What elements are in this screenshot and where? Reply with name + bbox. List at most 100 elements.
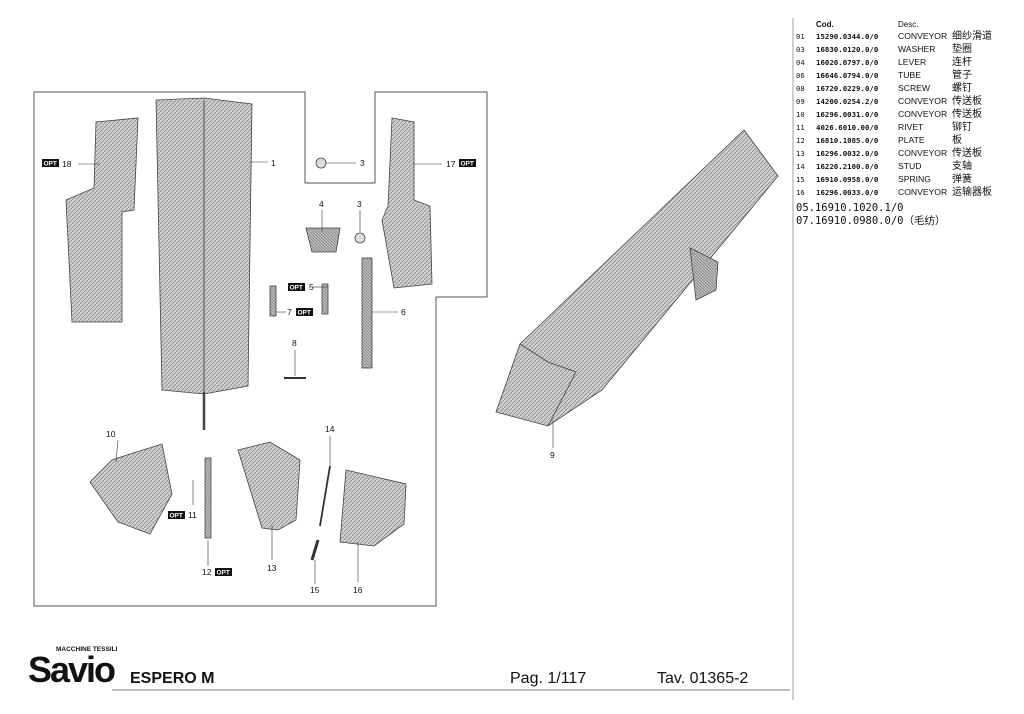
- table-row: 04 16020.0797.0/0 LEVER 连杆: [796, 56, 1020, 69]
- callout-1: 1: [271, 158, 276, 168]
- row-chinese: 弹簧: [952, 174, 972, 185]
- drawing-frame: [33, 91, 488, 607]
- row-pos: 04: [796, 58, 805, 67]
- row-code: 16646.0794.0/0: [816, 71, 879, 80]
- callout-4: 4: [319, 199, 324, 209]
- row-chinese: 连杆: [952, 57, 972, 68]
- table-row: 13 16296.0032.0/0 CONVEYOR 传送板: [796, 147, 1020, 160]
- row-chinese: 细纱滑道: [952, 31, 992, 42]
- part-7-shape: [269, 285, 277, 317]
- row-chinese: 支轴: [952, 161, 972, 172]
- part-14-shape: [319, 465, 331, 527]
- part-18-shape: [65, 117, 139, 323]
- callout-17: 17: [446, 159, 456, 169]
- row-code: 14200.0254.2/0: [816, 97, 879, 106]
- row-pos: 15: [796, 175, 805, 184]
- alt-code-1: 05.16910.1020.1/0: [796, 202, 904, 214]
- callout-8: 8: [292, 338, 297, 348]
- row-desc: SPRING: [898, 174, 931, 184]
- row-code: 16720.0229.0/0: [816, 84, 879, 93]
- row-code: 16810.1085.0/0: [816, 136, 879, 145]
- page-number: Pag. 1/117: [510, 670, 587, 687]
- row-pos: 11: [796, 123, 805, 132]
- row-pos: 09: [796, 97, 805, 106]
- row-code: 4026.6010.00/0: [816, 123, 879, 132]
- row-code: 15290.0344.0/0: [816, 32, 879, 41]
- callout-12: 12: [202, 567, 212, 577]
- callout-12-opt: OPT: [217, 570, 230, 577]
- row-code: 16296.0033.0/0: [816, 188, 879, 197]
- row-desc: LEVER: [898, 57, 927, 67]
- row-desc: CONVEYOR: [898, 31, 948, 41]
- row-pos: 14: [796, 162, 805, 171]
- row-desc: CONVEYOR: [898, 96, 948, 106]
- alternative-codes: 05.16910.1020.1/0 07.16910.0980.0/0（毛纺）: [796, 202, 945, 227]
- row-desc: CONVEYOR: [898, 187, 948, 197]
- row-pos: 16: [796, 188, 805, 197]
- brand-tag: MACCHINE TESSILI: [56, 646, 118, 653]
- callout-11-opt: OPT: [170, 513, 183, 520]
- table-row: 08 16720.0229.0/0 SCREW 螺钉: [796, 82, 1020, 95]
- header-code: Cod.: [816, 20, 834, 29]
- row-chinese: 垫圈: [952, 44, 972, 55]
- part-5-shape: [321, 283, 329, 315]
- part-4-shape: [305, 227, 341, 253]
- row-chinese: 运输器板: [952, 187, 992, 198]
- part-13-shape: [237, 441, 301, 531]
- row-pos: 08: [796, 84, 805, 93]
- row-pos: 03: [796, 45, 805, 54]
- callout-5: 5: [309, 282, 314, 292]
- callout-5-opt: OPT: [290, 285, 303, 292]
- row-pos: 13: [796, 149, 805, 158]
- row-code: 16910.0958.0/0: [816, 175, 879, 184]
- part-9-assembly: [495, 129, 779, 427]
- row-desc: SCREW: [898, 83, 930, 93]
- callout-3a: 3: [360, 158, 365, 168]
- row-code: 16220.2100.0/0: [816, 162, 879, 171]
- part-3-washer-top: [315, 157, 327, 169]
- row-desc: TUBE: [898, 70, 921, 80]
- callout-15: 15: [310, 585, 320, 595]
- row-code: 16020.0797.0/0: [816, 58, 879, 67]
- callout-11: 11: [188, 510, 197, 520]
- row-chinese: 传送板: [952, 148, 982, 159]
- brand-name: Savio: [28, 649, 116, 690]
- row-chinese: 传送板: [952, 109, 982, 120]
- row-desc: RIVET: [898, 122, 924, 132]
- row-desc: CONVEYOR: [898, 148, 948, 158]
- callout-10: 10: [106, 429, 116, 439]
- row-pos: 06: [796, 71, 805, 80]
- row-chinese: 板: [952, 135, 962, 146]
- row-chinese: 螺钉: [952, 83, 972, 94]
- model-name: ESPERO M: [130, 670, 215, 687]
- callout-9: 9: [550, 450, 555, 460]
- row-chinese: 管子: [952, 70, 972, 81]
- alt-code-2: 07.16910.0980.0/0（毛纺）: [796, 214, 946, 227]
- part-6-shape: [361, 257, 373, 369]
- callout-7-opt: OPT: [298, 310, 311, 317]
- callout-6: 6: [401, 307, 406, 317]
- row-desc: PLATE: [898, 135, 925, 145]
- row-code: 16296.0031.0/0: [816, 110, 879, 119]
- table-row: 11 4026.6010.00/0 RIVET 铆钉: [796, 121, 1020, 134]
- callout-13: 13: [267, 563, 277, 573]
- row-chinese: 铆钉: [952, 122, 972, 133]
- part-10-shape: [89, 443, 173, 535]
- callout-18: 18: [62, 159, 72, 169]
- part-15-shape: [310, 539, 320, 561]
- row-code: 16296.0032.0/0: [816, 149, 879, 158]
- table-row: 06 16646.0794.0/0 TUBE 管子: [796, 69, 1020, 82]
- part-17-shape: [381, 117, 433, 289]
- callout-17-opt: OPT: [461, 161, 474, 168]
- row-desc: CONVEYOR: [898, 109, 948, 119]
- callout-7: 7: [287, 307, 292, 317]
- part-3-washer-bottom: [354, 232, 366, 244]
